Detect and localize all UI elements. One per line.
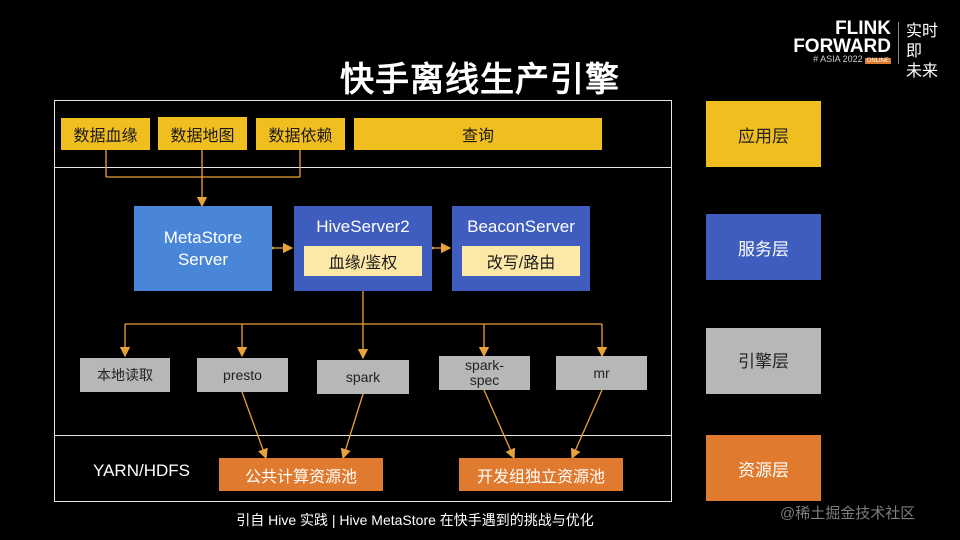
dev-resource-pool: 开发组独立资源池 [459, 458, 623, 491]
caption: 引自 Hive 实践 | Hive MetaStore 在快手遇到的挑战与优化 [236, 512, 594, 528]
engine-spark-spec: spark-spec [439, 356, 530, 390]
logo-divider [898, 22, 899, 64]
arrow-mr-pool [570, 389, 603, 460]
legend-engine-layer: 引擎层 [706, 328, 821, 394]
arrow-sparkspec-pool [483, 389, 516, 460]
legend-resource-layer: 资源层 [706, 435, 821, 501]
app-item-query: 查询 [354, 118, 602, 150]
engine-presto: presto [197, 358, 288, 392]
logo-asia-text: # ASIA 2022 [813, 54, 863, 64]
watermark: @稀土掘金技术社区 [780, 505, 916, 522]
logo-slogan-line1: 实时即 [906, 23, 939, 60]
flink-forward-logo: FLINK FORWARD [775, 18, 891, 57]
beaconserver-sub: 改写/路由 [462, 246, 580, 276]
page-title: 快手离线生产引擎 [340, 61, 620, 99]
hiveserver2-sub: 血缘/鉴权 [304, 246, 422, 276]
engine-spark: spark [317, 360, 409, 394]
logo-forward-text: FORWARD [793, 36, 891, 57]
app-item-datamap: 数据地图 [158, 117, 247, 150]
legend-service-layer: 服务层 [706, 214, 821, 280]
public-resource-pool: 公共计算资源池 [219, 458, 383, 491]
legend-app-layer: 应用层 [706, 101, 821, 167]
resource-label: YARN/HDFS [93, 461, 190, 480]
hiveserver2-box: HiveServer2 血缘/鉴权 [294, 206, 432, 291]
app-item-dependency: 数据依赖 [256, 118, 345, 150]
architecture-frame [54, 100, 672, 502]
logo-slogan: 实时即 未来 [906, 22, 942, 82]
layer-divider-resource [54, 435, 672, 436]
arrow-presto-pool [241, 391, 268, 460]
layer-divider-app [54, 167, 672, 168]
hiveserver2-label: HiveServer2 [316, 217, 410, 236]
metastore-server-box: MetaStore Server [134, 206, 272, 291]
engine-local-read: 本地读取 [80, 358, 170, 392]
arrow-spark-pool [340, 393, 364, 460]
engine-mr: mr [556, 356, 647, 390]
beaconserver-box: BeaconServer 改写/路由 [452, 206, 590, 291]
beaconserver-label: BeaconServer [467, 217, 575, 236]
logo-flink-text: FLINK [835, 18, 891, 39]
logo-slogan-line2: 未来 [906, 63, 939, 80]
app-item-lineage: 数据血缘 [61, 118, 150, 150]
logo-online-tag: ONLINE [864, 58, 891, 64]
